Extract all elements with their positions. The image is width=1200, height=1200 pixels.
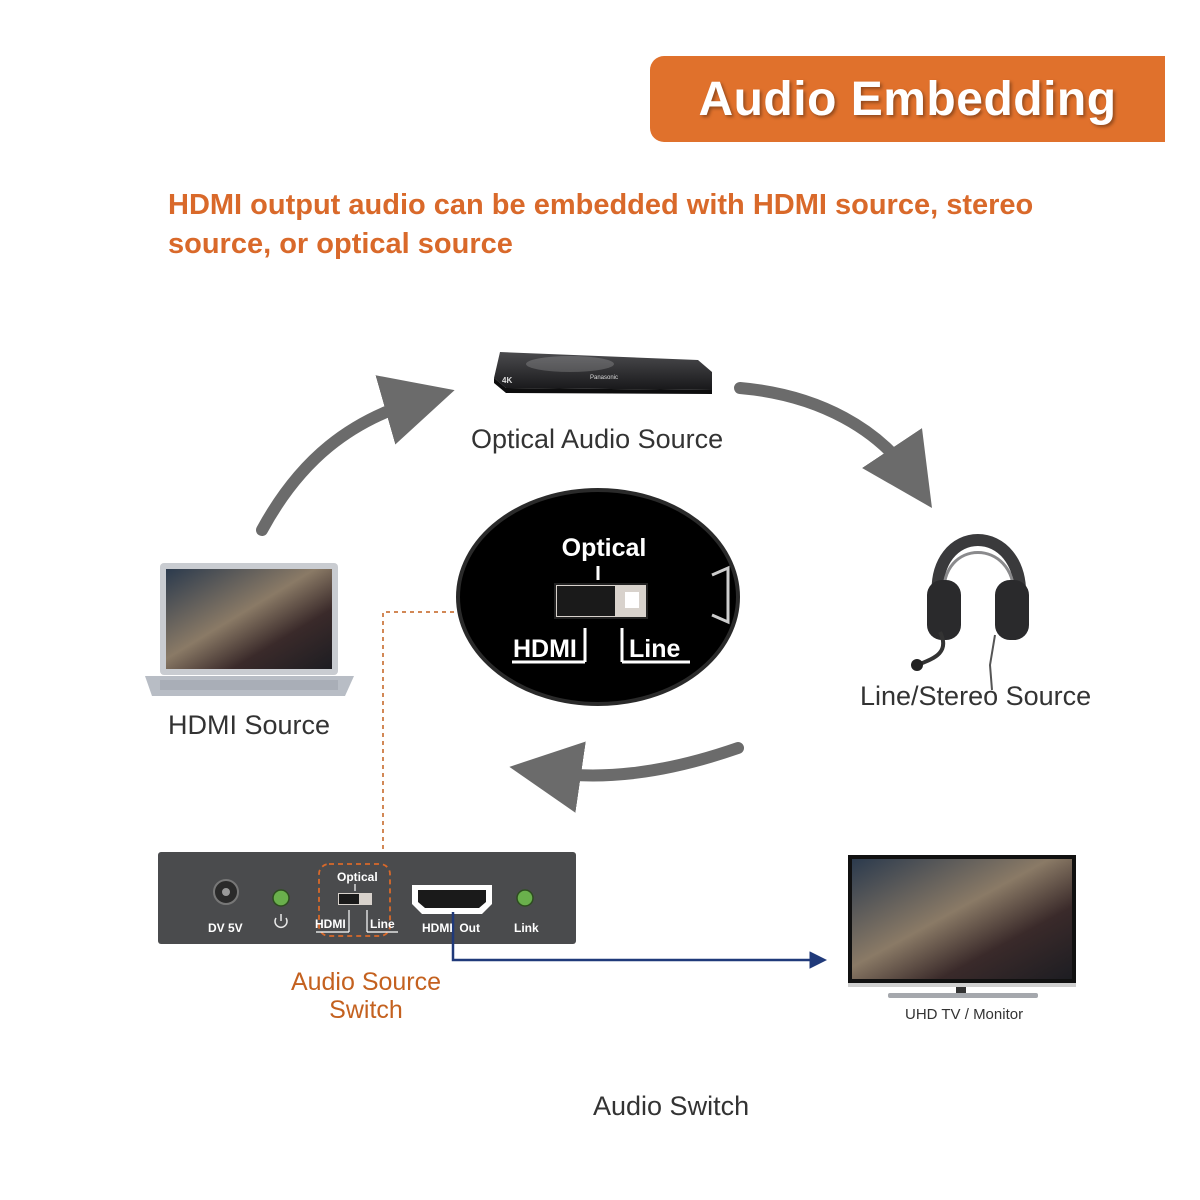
tv-icon	[848, 855, 1076, 998]
callout-line-1: Audio Source	[290, 968, 442, 996]
subtitle: HDMI output audio can be embedded with H…	[168, 189, 1034, 260]
blu-ray-brand-label: Panasonic	[590, 375, 618, 381]
blu-ray-badge-label: 4K	[502, 376, 512, 385]
device-link-label: Link	[514, 921, 539, 935]
laptop-icon	[145, 563, 354, 696]
zoom-optical-label: Optical	[562, 534, 647, 562]
headset-icon	[911, 534, 1029, 691]
flow-arrow-hdmi-to-optical	[256, 375, 455, 536]
flow-arrow-optical-to-line	[734, 382, 932, 508]
callout-line-2: Switch	[329, 996, 403, 1024]
hdmi-source-label: HDMI Source	[168, 710, 331, 740]
tv-label: UHD TV / Monitor	[905, 1006, 1024, 1023]
device-hdmi-out-label: HDMI Out	[422, 921, 480, 935]
optical-source-label: Optical Audio Source	[471, 424, 724, 454]
zoom-line-label: Line	[629, 635, 680, 663]
title-text: Audio Embedding	[698, 72, 1117, 126]
device-switch-optical-label: Optical	[337, 870, 378, 884]
title-banner: Audio Embedding	[650, 56, 1165, 142]
audio-source-switch-callout: Audio Source Switch	[266, 968, 466, 1024]
blu-ray-player-icon	[494, 352, 712, 394]
dashed-connector	[382, 611, 470, 856]
flow-arrow-line-to-switch	[509, 741, 744, 813]
device-switch-hdmi-label: HDMI	[315, 917, 346, 931]
device-power-label: DV 5V	[208, 921, 243, 935]
hdmi-output-arrow	[451, 912, 827, 969]
device-panel	[158, 852, 576, 944]
zoom-switch-panel	[456, 488, 740, 706]
diagram-caption: Audio Switch	[593, 1091, 750, 1121]
device-switch-line-label: Line	[370, 917, 395, 931]
zoom-hdmi-label: HDMI	[513, 635, 577, 663]
line-source-label: Line/Stereo Source	[860, 681, 1092, 711]
